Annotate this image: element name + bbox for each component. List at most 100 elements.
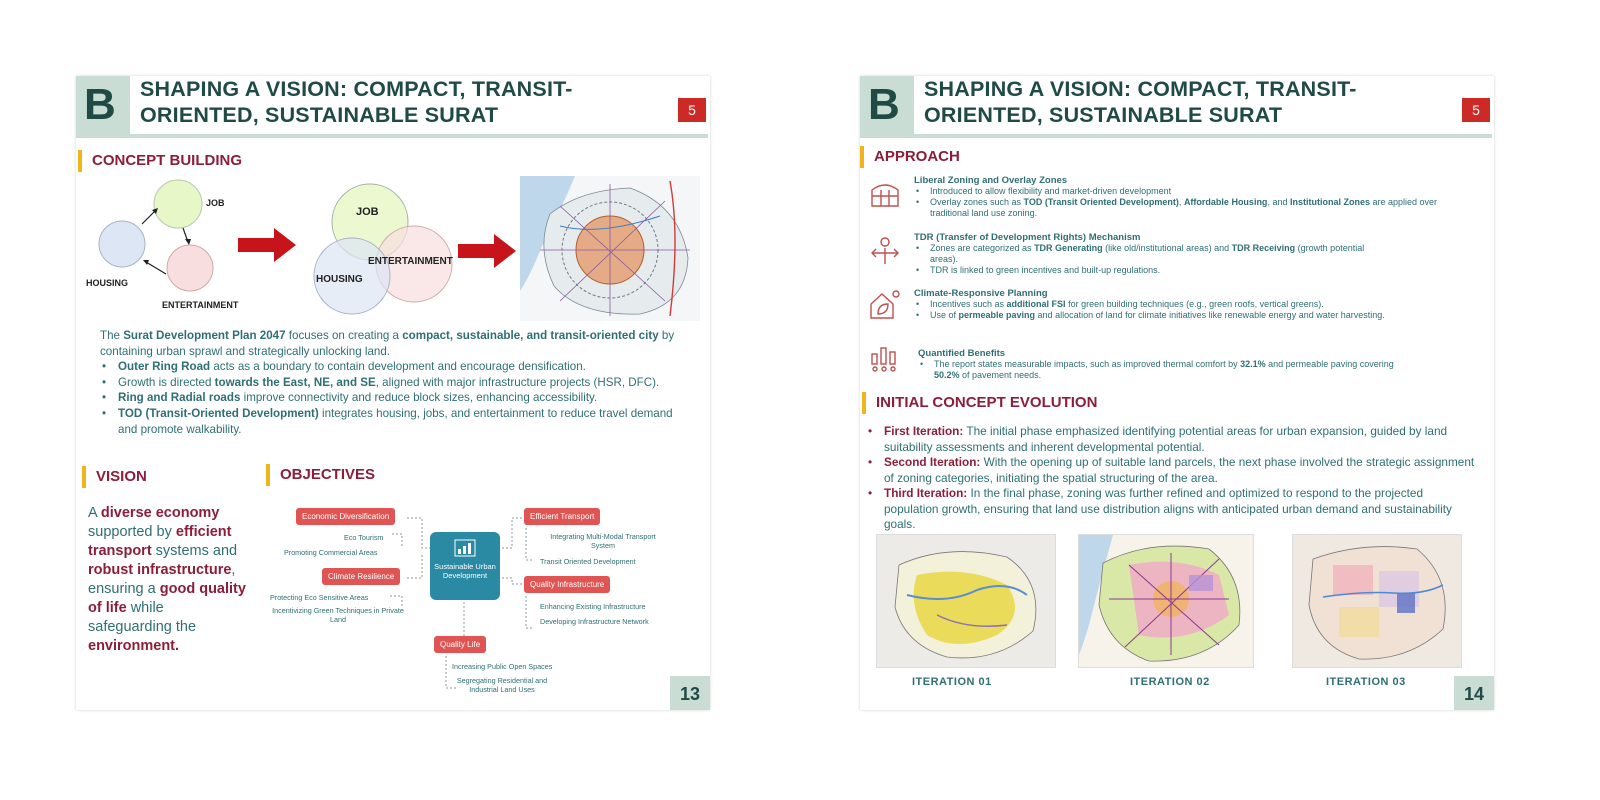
objective-item: Protecting Eco Sensitive Areas (270, 593, 369, 602)
bullet-bold: 50.2% (934, 370, 960, 380)
benefits-chart-icon (871, 347, 896, 372)
vision-highlight: environment. (88, 638, 180, 654)
iteration-02-map (1078, 534, 1254, 668)
bullet-text: and allocation of land for climate initi… (1035, 310, 1385, 320)
bullet-text: integrates housing, jobs, and entertainm… (118, 406, 673, 436)
page-title: SHAPING A VISION: COMPACT, TRANSIT- ORIE… (924, 76, 1404, 128)
iteration-03-map (1292, 534, 1462, 668)
vision-text: while safeguarding the (88, 600, 197, 635)
bullet-text: The report states measurable impacts, su… (934, 359, 1241, 369)
iteration-02-caption: ITERATION 02 (1130, 676, 1210, 688)
approach-bullet: Use of permeable paving and allocation o… (914, 310, 1394, 321)
concept-building-heading: CONCEPT BUILDING (78, 150, 242, 172)
hub-label: Sustainable Urban Development (434, 562, 496, 580)
intro-text: by containing urban sprawl and strategic… (100, 329, 675, 358)
vision-highlight: good quality of life (88, 581, 246, 616)
evolution-item: Third Iteration: In the final phase, zon… (866, 486, 1478, 533)
vision-highlight: robust infrastructure (88, 562, 232, 578)
vision-text: , ensuring a (88, 562, 236, 597)
objective-item: Segregating Residential and Industrial L… (456, 676, 548, 694)
objective-tag-transport: Efficient Transport (524, 508, 601, 525)
approach-title: Liberal Zoning and Overlay Zones (914, 175, 1068, 186)
intro-bold: compact, sustainable, and transit-orient… (402, 329, 659, 342)
concept-bullet: Outer Ring Road acts as a boundary to co… (100, 359, 690, 375)
intro-text: The (100, 329, 124, 342)
objective-item: Increasing Public Open Spaces (452, 662, 553, 671)
concept-cycle-diagram (98, 179, 214, 292)
approach-bullet: Overlay zones such as TOD (Transit Orien… (914, 197, 1454, 219)
iteration-text: With the opening up of suitable land par… (884, 455, 1475, 485)
green-building-icon (870, 290, 900, 319)
approach-item: Liberal Zoning and Overlay Zones Introdu… (914, 175, 1454, 219)
page-13: B SHAPING A VISION: COMPACT, TRANSIT- OR… (76, 76, 710, 710)
vision-text: supported by (88, 524, 176, 540)
bullet-bold: additional FSI (1006, 299, 1066, 309)
objective-tag-economic: Economic Diversification (296, 508, 396, 525)
bullet-text: Incentives such as (930, 299, 1007, 309)
concept-paragraph: The Surat Development Plan 2047 focuses … (100, 328, 690, 437)
bullet-bold: TOD (Transit-Oriented Development) (118, 406, 319, 420)
page-title-line-1: SHAPING A VISION: COMPACT, TRANSIT- (140, 77, 573, 101)
objective-item: Enhancing Existing Infrastructure (540, 602, 646, 611)
bullet-text: (like old/institutional areas) and (1102, 243, 1232, 253)
objective-item: Eco Tourism (344, 533, 384, 542)
venn-job-label: JOB (356, 206, 379, 218)
surat-plan-map (520, 176, 700, 321)
chapter-badge: 5 (678, 98, 706, 122)
bullet-text: of pavement needs. (959, 370, 1042, 380)
bullet-text: and permeable paving covering (1265, 359, 1394, 369)
iteration-label: Third Iteration: (884, 486, 968, 500)
growth-chart-icon (454, 539, 476, 557)
section-letter: B (868, 80, 900, 129)
page-title-line-2: ORIENTED, SUSTAINABLE SURAT (924, 103, 1283, 127)
bullet-text: Zones are categorized as (930, 243, 1035, 253)
page-14: B SHAPING A VISION: COMPACT, TRANSIT- OR… (860, 76, 1494, 710)
section-letter-block: B (76, 76, 130, 138)
iteration-label: First Iteration: (884, 424, 964, 438)
venn-entertainment-label: ENTERTAINMENT (368, 256, 453, 267)
concept-bullets: Outer Ring Road acts as a boundary to co… (100, 359, 690, 437)
approach-heading: APPROACH (860, 146, 960, 168)
objective-item: Integrating Multi-Modal Transport System (550, 532, 656, 550)
venn-diagram (313, 183, 453, 315)
evolution-heading: INITIAL CONCEPT EVOLUTION (862, 392, 1097, 414)
bullet-text: for green building techniques (e.g., gre… (1065, 299, 1324, 309)
objective-tag-climate: Climate Resilience (322, 568, 401, 585)
bullet-text: Introduced to allow flexibility and mark… (930, 186, 1172, 196)
approach-bullet: Introduced to allow flexibility and mark… (914, 186, 1454, 197)
evolution-list: First Iteration: The initial phase empha… (866, 424, 1478, 533)
approach-bullet: TDR is linked to green incentives and bu… (914, 265, 1394, 276)
iteration-03-caption: ITERATION 03 (1326, 676, 1406, 688)
bullet-text: improve connectivity and reduce block si… (240, 391, 598, 405)
bullet-bold: 32.1% (1240, 359, 1266, 369)
evolution-item: First Iteration: The initial phase empha… (866, 424, 1478, 455)
vision-text: A (88, 505, 101, 521)
objectives-hub: Sustainable Urban Development (430, 532, 500, 600)
objective-item: Promoting Commercial Areas (284, 548, 378, 557)
tdr-icon (871, 237, 899, 264)
objective-item: Incentivizing Green Techniques in Privat… (272, 606, 404, 624)
bullet-bold: Affordable Housing (1183, 197, 1268, 207)
bullet-text: , and (1267, 197, 1290, 207)
header-rule (860, 134, 1492, 138)
vision-highlight: diverse economy (100, 505, 220, 521)
vision-heading: VISION (82, 466, 147, 488)
bullet-text: acts as a boundary to contain developmen… (210, 360, 586, 374)
bullet-text: Growth is directed (118, 375, 215, 389)
iteration-01-caption: ITERATION 01 (912, 676, 992, 688)
page-title-line-1: SHAPING A VISION: COMPACT, TRANSIT- (924, 77, 1357, 101)
bullet-bold: TOD (Transit Oriented Development) (1023, 197, 1179, 207)
page-number: 13 (670, 676, 710, 710)
section-letter-block: B (860, 76, 914, 138)
objective-item: Transit Oriented Development (540, 557, 636, 566)
bullet-bold: towards the East, NE, and SE (214, 375, 376, 389)
venn-housing-label: HOUSING (316, 274, 363, 285)
bullet-bold: Institutional Zones (1289, 197, 1370, 207)
iteration-text: In the final phase, zoning was further r… (884, 486, 1452, 531)
approach-title: Quantified Benefits (918, 348, 1006, 359)
objective-item: Developing Infrastructure Network (540, 617, 649, 626)
vision-text: systems and (151, 543, 238, 559)
bullet-text: , aligned with major infrastructure proj… (375, 375, 660, 389)
approach-bullet: The report states measurable impacts, su… (918, 359, 1398, 381)
intro-bold: Surat Development Plan 2047 (123, 329, 286, 342)
